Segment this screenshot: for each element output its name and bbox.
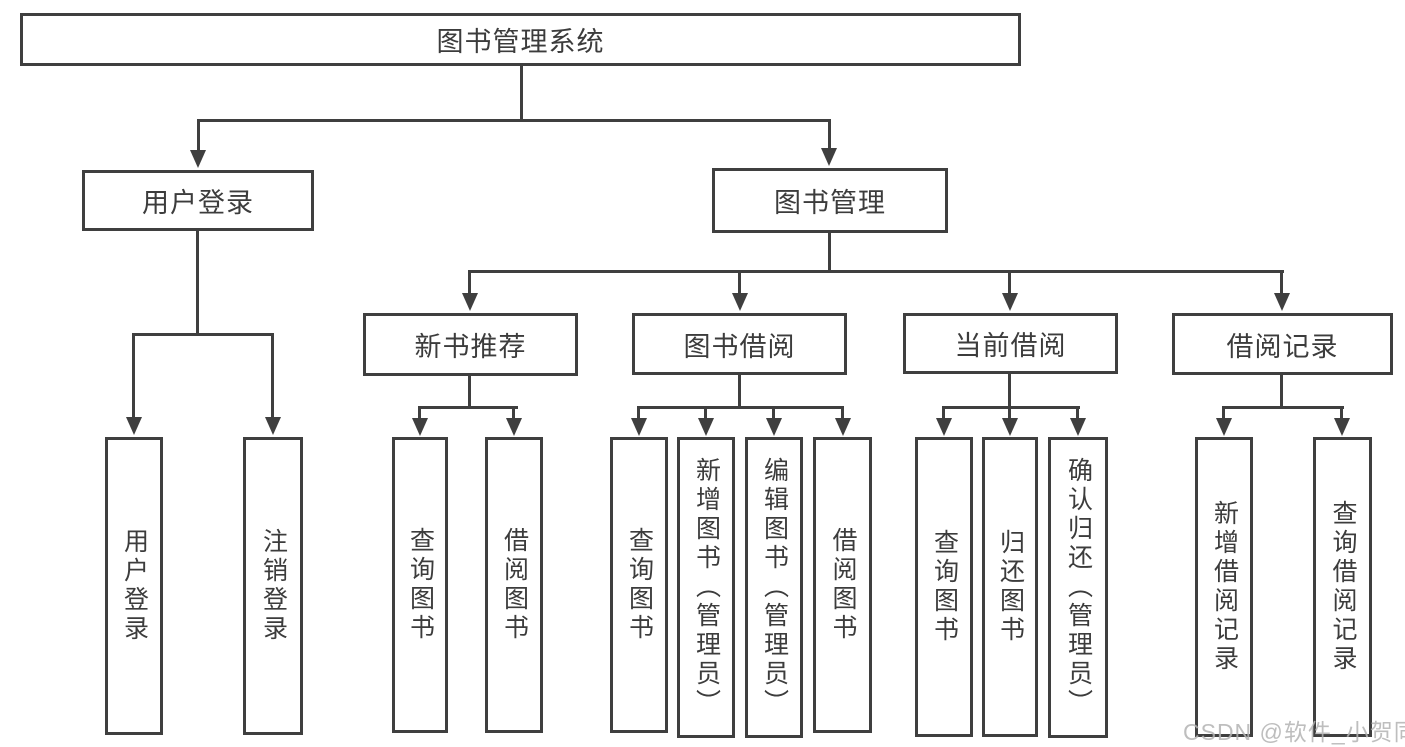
node-user-login-branch: 用户登录 bbox=[82, 170, 314, 231]
connector-book-borrow-split bbox=[637, 406, 844, 409]
arrow-down-icon bbox=[698, 418, 714, 436]
arrow-down-icon bbox=[1002, 418, 1018, 436]
leaf-label: 编辑图书（管理员） bbox=[760, 457, 789, 718]
arrow-down-icon bbox=[936, 418, 952, 436]
leaf-label: 新增借阅记录 bbox=[1210, 500, 1239, 674]
leaf-label: 查询图书 bbox=[406, 527, 435, 643]
leaf-label: 确认归还（管理员） bbox=[1064, 457, 1093, 718]
connector-root-stem bbox=[520, 64, 523, 122]
connector-drop-leaf-logout bbox=[271, 333, 274, 419]
connector-drop bbox=[1008, 406, 1011, 420]
node-leaf-query-books-borrow: 查询图书 bbox=[610, 437, 668, 733]
leaf-label: 用户登录 bbox=[120, 528, 149, 644]
leaf-label: 查询借阅记录 bbox=[1329, 500, 1357, 674]
node-leaf-user-login: 用户登录 bbox=[105, 437, 163, 735]
connector-current-borrow-split bbox=[942, 406, 1080, 409]
arrow-down-icon bbox=[265, 417, 281, 435]
connector-new-book-split bbox=[418, 406, 518, 409]
arrow-down-icon bbox=[1274, 293, 1290, 311]
node-leaf-confirm-return-admin: 确认归还（管理员） bbox=[1048, 437, 1108, 738]
arrow-down-icon bbox=[506, 418, 522, 436]
arrow-down-icon bbox=[462, 293, 478, 311]
connector-new-book-stem bbox=[468, 374, 471, 409]
arrow-down-icon bbox=[1070, 418, 1086, 436]
connector-drop bbox=[1076, 406, 1079, 420]
node-root-library-system: 图书管理系统 bbox=[20, 13, 1021, 66]
connector-book-borrow-stem bbox=[738, 373, 741, 409]
connector-user-login-stem bbox=[196, 229, 199, 336]
connector-drop-borrow-records bbox=[1280, 270, 1283, 295]
node-new-book-recommend: 新书推荐 bbox=[363, 313, 578, 376]
connector-level1-split bbox=[197, 119, 831, 122]
arrow-down-icon bbox=[1216, 418, 1232, 436]
arrow-down-icon bbox=[190, 150, 206, 168]
connector-book-mgmt-stem bbox=[828, 231, 831, 273]
connector-drop bbox=[942, 406, 945, 420]
connector-drop bbox=[418, 406, 421, 420]
node-leaf-query-borrow-record: 查询借阅记录 bbox=[1313, 437, 1372, 737]
watermark: CSDN @软件_小贺同学 bbox=[1183, 719, 1405, 745]
leaf-label: 查询图书 bbox=[930, 529, 959, 645]
leaf-label: 注销登录 bbox=[259, 528, 288, 644]
arrow-down-icon bbox=[821, 148, 837, 166]
node-leaf-query-books-current: 查询图书 bbox=[915, 437, 973, 737]
connector-drop bbox=[704, 406, 707, 420]
connector-drop-new-book bbox=[468, 270, 471, 295]
node-leaf-add-borrow-record: 新增借阅记录 bbox=[1195, 437, 1253, 737]
arrow-down-icon bbox=[732, 293, 748, 311]
leaf-label: 查询图书 bbox=[625, 527, 654, 643]
connector-drop bbox=[512, 406, 515, 420]
node-leaf-logout: 注销登录 bbox=[243, 437, 303, 735]
arrow-down-icon bbox=[631, 418, 647, 436]
connector-borrow-records-split bbox=[1222, 406, 1344, 409]
connector-drop-current-borrow bbox=[1008, 270, 1011, 295]
connector-user-login-split bbox=[132, 333, 274, 336]
connector-drop bbox=[841, 406, 844, 420]
connector-current-borrow-stem bbox=[1008, 372, 1011, 409]
connector-drop bbox=[1340, 406, 1343, 420]
node-book-borrow: 图书借阅 bbox=[632, 313, 847, 375]
node-leaf-return-books: 归还图书 bbox=[982, 437, 1038, 737]
arrow-down-icon bbox=[1334, 418, 1350, 436]
leaf-label: 归还图书 bbox=[996, 529, 1025, 645]
leaf-label: 新增图书（管理员） bbox=[692, 457, 721, 718]
connector-borrow-records-stem bbox=[1280, 373, 1283, 409]
connector-drop-book-borrow bbox=[738, 270, 741, 295]
arrow-down-icon bbox=[126, 417, 142, 435]
node-leaf-edit-books-admin: 编辑图书（管理员） bbox=[745, 437, 803, 738]
connector-drop-leaf-user-login bbox=[132, 333, 135, 419]
arrow-down-icon bbox=[766, 418, 782, 436]
leaf-label: 借阅图书 bbox=[500, 527, 529, 643]
node-book-management-branch: 图书管理 bbox=[712, 168, 948, 233]
connector-drop-book-mgmt bbox=[828, 119, 831, 152]
connector-drop bbox=[772, 406, 775, 420]
connector-level2-split bbox=[468, 270, 1284, 273]
node-borrow-records: 借阅记录 bbox=[1172, 313, 1393, 375]
arrow-down-icon bbox=[412, 418, 428, 436]
leaf-label: 借阅图书 bbox=[829, 527, 857, 643]
node-leaf-add-books-admin: 新增图书（管理员） bbox=[677, 437, 735, 738]
node-leaf-query-books-recommend: 查询图书 bbox=[392, 437, 448, 733]
arrow-down-icon bbox=[1002, 293, 1018, 311]
node-current-borrow: 当前借阅 bbox=[903, 313, 1118, 374]
node-leaf-borrow-books-recommend: 借阅图书 bbox=[485, 437, 543, 733]
connector-drop bbox=[637, 406, 640, 420]
node-leaf-borrow-books: 借阅图书 bbox=[813, 437, 872, 733]
connector-drop-user-login bbox=[197, 119, 200, 154]
connector-drop bbox=[1222, 406, 1225, 420]
arrow-down-icon bbox=[835, 418, 851, 436]
